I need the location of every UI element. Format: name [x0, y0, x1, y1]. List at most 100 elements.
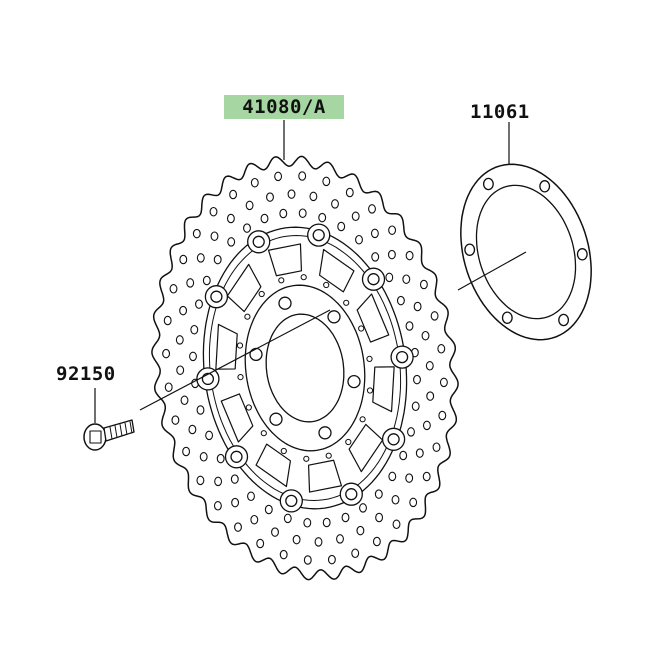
bolt-thread: [109, 426, 113, 440]
drill-hole: [250, 177, 259, 188]
drill-hole: [370, 228, 379, 239]
hub-bolt-hole: [318, 426, 332, 440]
drill-hole: [243, 223, 251, 233]
drill-hole: [372, 536, 381, 547]
carrier-window: [356, 293, 390, 343]
drill-hole: [216, 453, 225, 464]
drill-hole: [163, 315, 172, 326]
float-button: [361, 267, 386, 291]
bolt: [83, 419, 135, 451]
drill-hole: [229, 189, 238, 200]
float-button-hole: [312, 228, 325, 242]
carrier-window: [220, 393, 254, 443]
carrier-window: [226, 263, 262, 313]
carrier-window: [307, 459, 343, 493]
drill-hole: [430, 311, 439, 321]
drill-hole: [396, 295, 405, 306]
hub-lightening-hole: [245, 404, 252, 411]
bolt-thread: [114, 425, 118, 438]
drill-hole: [314, 537, 323, 547]
drill-hole: [425, 361, 434, 371]
float-button-hole: [345, 488, 358, 501]
float-button: [279, 489, 303, 513]
drill-hole: [250, 514, 259, 525]
bolt-shank: [103, 419, 135, 442]
drill-hole: [234, 522, 242, 532]
drill-hole: [426, 391, 435, 401]
drill-hole: [266, 192, 274, 202]
float-button-hole: [387, 433, 400, 446]
drill-hole: [176, 365, 185, 375]
drill-hole: [388, 225, 397, 235]
disc-outer-edge: [151, 155, 459, 581]
drill-hole: [402, 274, 411, 284]
float-button-hole: [395, 350, 409, 364]
hub-bolt-hole: [327, 310, 341, 324]
drill-hole: [190, 324, 199, 335]
drill-hole: [195, 299, 203, 309]
drill-hole: [405, 473, 414, 483]
hub-lightening-hole: [236, 342, 244, 349]
drill-hole: [341, 512, 350, 523]
drill-hole: [359, 503, 367, 513]
bolt-head: [83, 423, 107, 451]
drill-hole: [210, 231, 219, 241]
drill-hole: [196, 475, 205, 486]
float-button: [390, 345, 414, 369]
gasket-hole: [558, 313, 570, 327]
drill-hole: [375, 512, 384, 523]
drill-hole: [213, 254, 222, 265]
float-button-hole: [285, 494, 298, 508]
drill-hole: [421, 330, 430, 341]
drill-hole: [438, 410, 447, 421]
drill-hole: [175, 335, 184, 345]
drill-hole: [409, 497, 418, 508]
carrier-window: [267, 243, 303, 277]
float-button: [196, 367, 220, 391]
drill-hole: [260, 213, 269, 224]
drill-hole: [213, 501, 222, 511]
drill-hole: [345, 187, 354, 198]
drill-hole: [169, 284, 178, 294]
drill-hole: [392, 519, 401, 530]
drill-hole: [413, 301, 422, 312]
drill-hole: [214, 476, 223, 487]
drill-hole: [271, 527, 279, 537]
drill-hole: [292, 534, 301, 545]
hub-lightening-hole: [278, 277, 285, 284]
leader-lines: [94, 120, 527, 423]
drill-hole: [179, 305, 188, 316]
drill-hole: [287, 189, 296, 199]
drill-hole: [432, 442, 441, 452]
hub-lightening-hole: [359, 416, 366, 423]
gasket-hole: [464, 243, 476, 256]
float-button: [224, 445, 249, 469]
drill-hole: [399, 450, 408, 461]
callout-bolt: 92150: [56, 363, 116, 385]
hub-lightening-hole: [358, 325, 365, 332]
drill-hole: [230, 474, 239, 484]
hub-bolt-hole: [249, 347, 263, 362]
axis-bolt-to-disc: [139, 309, 331, 411]
drill-hole: [180, 395, 189, 406]
drill-hole: [205, 430, 214, 441]
drill-hole: [186, 278, 195, 288]
hub-lightening-hole: [303, 455, 310, 462]
drill-hole: [351, 548, 360, 559]
drill-hole: [387, 249, 396, 260]
drill-hole: [199, 452, 208, 462]
drill-hole: [298, 171, 307, 181]
drill-hole: [171, 415, 180, 425]
hub-lightening-hole: [366, 387, 374, 394]
drill-hole: [405, 250, 414, 261]
drill-hole: [439, 377, 448, 388]
drill-hole: [419, 279, 428, 290]
callout-gasket: 11061: [470, 101, 530, 123]
drill-hole: [422, 420, 431, 431]
drill-hole: [385, 272, 394, 283]
float-button: [381, 427, 406, 451]
drill-hole: [351, 211, 360, 222]
drill-hole: [374, 489, 383, 499]
gasket-inner-edge: [475, 184, 577, 320]
drill-hole: [179, 254, 188, 265]
